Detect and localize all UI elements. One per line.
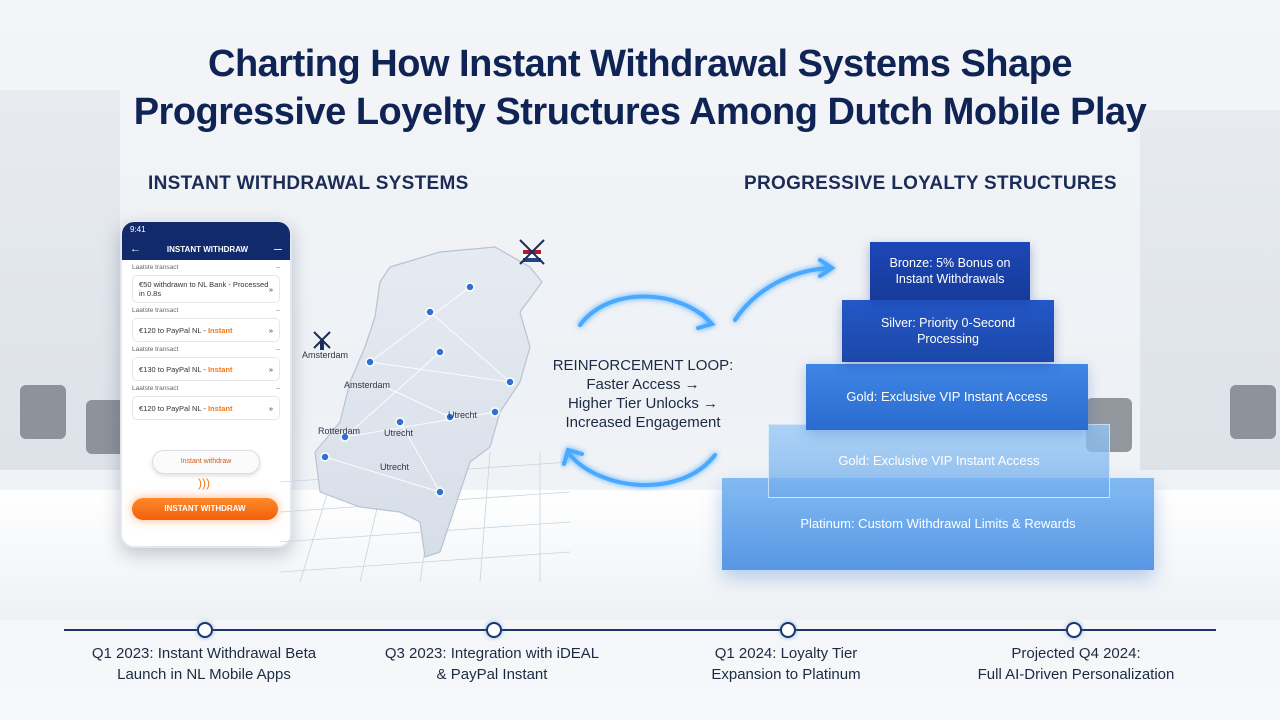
- tier-label: Gold: Exclusive VIP Instant Access: [838, 453, 1040, 468]
- instant-badge: Instant: [207, 325, 233, 335]
- city-label: Utrecht: [448, 410, 478, 420]
- arrow-head-icon: [696, 312, 716, 330]
- timeline-item-line-2: Launch in NL Mobile Apps: [117, 666, 291, 683]
- menu-icon[interactable]: —: [273, 244, 282, 254]
- loop-line-1: Faster Access →: [586, 376, 700, 393]
- chevron-right-icon: »: [268, 364, 273, 374]
- transaction-row[interactable]: €120 to PayPal NL - Instant »: [132, 396, 280, 420]
- tier-silver: Silver: Priority 0-Second Processing: [842, 300, 1054, 362]
- left-section-heading: INSTANT WITHDRAWAL SYSTEMS: [148, 173, 469, 194]
- phone-header: ← INSTANT WITHDRAW —: [122, 238, 290, 260]
- timeline-item: Projected Q4 2024: Full AI-Driven Person…: [936, 643, 1216, 685]
- transaction-label: Laatste transact--: [132, 264, 280, 271]
- timeline-item: Q1 2024: Loyalty Tier Expansion to Plati…: [646, 643, 926, 685]
- map-network-lines: [324, 286, 511, 493]
- tier-label: Gold: Exclusive VIP Instant Access: [846, 389, 1048, 404]
- transaction-row[interactable]: €50 withdrawn to NL Bank - Processed in …: [132, 275, 280, 303]
- transaction-item: Laatste transact-- €120 to PayPal NL - I…: [122, 381, 290, 420]
- loop-line-3: Increased Engagement: [565, 414, 721, 431]
- arrow-head-icon: [562, 447, 584, 466]
- transaction-text: €120 to PayPal NL -: [139, 325, 208, 335]
- background-chair: [1230, 385, 1276, 439]
- loop-arrow-top-left: [578, 294, 712, 327]
- timeline-marker: [486, 622, 502, 638]
- timeline-marker: [197, 622, 213, 638]
- tier-gold-lower: Gold: Exclusive VIP Instant Access: [768, 424, 1110, 498]
- transaction-row[interactable]: €120 to PayPal NL - Instant »: [132, 318, 280, 342]
- city-label: Utrecht: [380, 462, 410, 472]
- map-graphic: [279, 239, 571, 583]
- timeline-marker: [1066, 622, 1082, 638]
- transaction-item: Laatste transact-- €130 to PayPal NL - I…: [122, 342, 290, 381]
- page-title: Charting How Instant Withdrawal Systems …: [40, 40, 1240, 136]
- city-label: Amsterdam: [344, 380, 391, 390]
- chevron-right-icon: »: [268, 325, 273, 335]
- netherlands-shape: [314, 246, 543, 558]
- tier-label: Bronze: 5% Bonus on Instant Withdrawals: [889, 256, 1011, 286]
- timeline-item-line-1: Q1 2023: Instant Withdrawal Beta: [91, 645, 317, 662]
- timeline-item-line-1: Projected Q4 2024:: [1011, 645, 1141, 662]
- background-chair: [20, 385, 66, 439]
- transaction-text: €130 to PayPal NL -: [139, 364, 208, 374]
- transaction-row[interactable]: €130 to PayPal NL - Instant »: [132, 357, 280, 381]
- timeline-item-line-1: Q1 2024: Loyalty Tier: [714, 645, 858, 662]
- phone-time: 9:41: [130, 225, 146, 234]
- timeline-item-line-1: Q3 2023: Integration with iDEAL: [384, 645, 600, 662]
- tier-bronze: Bronze: 5% Bonus on Instant Withdrawals: [870, 242, 1030, 300]
- contactless-icon: ))): [198, 476, 210, 490]
- timeline-item-line-2: Full AI-Driven Personalization: [977, 666, 1175, 683]
- city-label: Utrecht: [384, 428, 414, 438]
- timeline-item: Q1 2023: Instant Withdrawal Beta Launch …: [64, 643, 344, 685]
- loop-line-2: Higher Tier Unlocks →: [567, 395, 719, 412]
- windmill-icon: [313, 331, 331, 350]
- transaction-item: Laatste transact-- €120 to PayPal NL - I…: [122, 303, 290, 342]
- tier-label: Silver: Priority 0-Second Processing: [880, 316, 1016, 346]
- chevron-right-icon: »: [268, 403, 273, 413]
- tier-gold: Gold: Exclusive VIP Instant Access: [806, 364, 1088, 430]
- map-nodes: [320, 282, 515, 497]
- title-line-2: Progressive Loyelty Structures Among Dut…: [133, 91, 1147, 133]
- transaction-label: Laatste transact--: [132, 346, 280, 353]
- transaction-text: €50 withdrawn to NL Bank - Processed in …: [139, 280, 269, 298]
- windmill-flag-icon: [519, 239, 545, 265]
- transaction-text: €120 to PayPal NL -: [139, 403, 208, 413]
- timeline-marker: [780, 622, 796, 638]
- city-label: Rotterdam: [318, 426, 361, 436]
- instant-badge: Instant: [207, 403, 233, 413]
- instant-withdraw-button[interactable]: INSTANT WITHDRAW: [132, 498, 278, 520]
- instant-badge: Instant: [207, 364, 233, 374]
- loop-arrows: [562, 258, 836, 487]
- title-line-1: Charting How Instant Withdrawal Systems …: [208, 43, 1072, 85]
- loop-arrow-top-right: [733, 266, 832, 322]
- phone-status-bar: 9:41: [122, 222, 290, 238]
- right-section-heading: PROGRESSIVE LOYALTY STRUCTURES: [744, 173, 1117, 194]
- city-label: Amsterdam: [302, 350, 349, 360]
- transaction-item: Laatste transact-- €50 withdrawn to NL B…: [122, 260, 290, 303]
- instant-withdraw-secondary-button[interactable]: Instant withdraw: [152, 450, 260, 474]
- timeline-item-line-2: & PayPal Instant: [436, 666, 548, 683]
- timeline-item-line-2: Expansion to Platinum: [711, 666, 861, 683]
- loop-arrow-bottom: [568, 453, 717, 487]
- phone-mockup: 9:41 ← INSTANT WITHDRAW — Laatste transa…: [120, 220, 292, 548]
- reinforcement-loop-text: REINFORCEMENT LOOP: Faster Access → High…: [548, 356, 738, 432]
- timeline-line: [64, 629, 1216, 631]
- phone-header-title: INSTANT WITHDRAW: [166, 244, 249, 254]
- arrow-head-icon: [818, 258, 836, 278]
- transaction-label: Laatste transact--: [132, 385, 280, 392]
- arrow-left-icon[interactable]: ←: [130, 243, 141, 255]
- timeline-item: Q3 2023: Integration with iDEAL & PayPal…: [352, 643, 632, 685]
- transaction-label: Laatste transact--: [132, 307, 280, 314]
- tier-label: Platinum: Custom Withdrawal Limits & Rew…: [800, 516, 1076, 531]
- netherlands-map: Amsterdam Amsterdam Rotterdam Utrecht Ut…: [279, 222, 571, 583]
- loop-title: REINFORCEMENT LOOP:: [552, 357, 734, 374]
- chevron-right-icon: »: [268, 284, 273, 294]
